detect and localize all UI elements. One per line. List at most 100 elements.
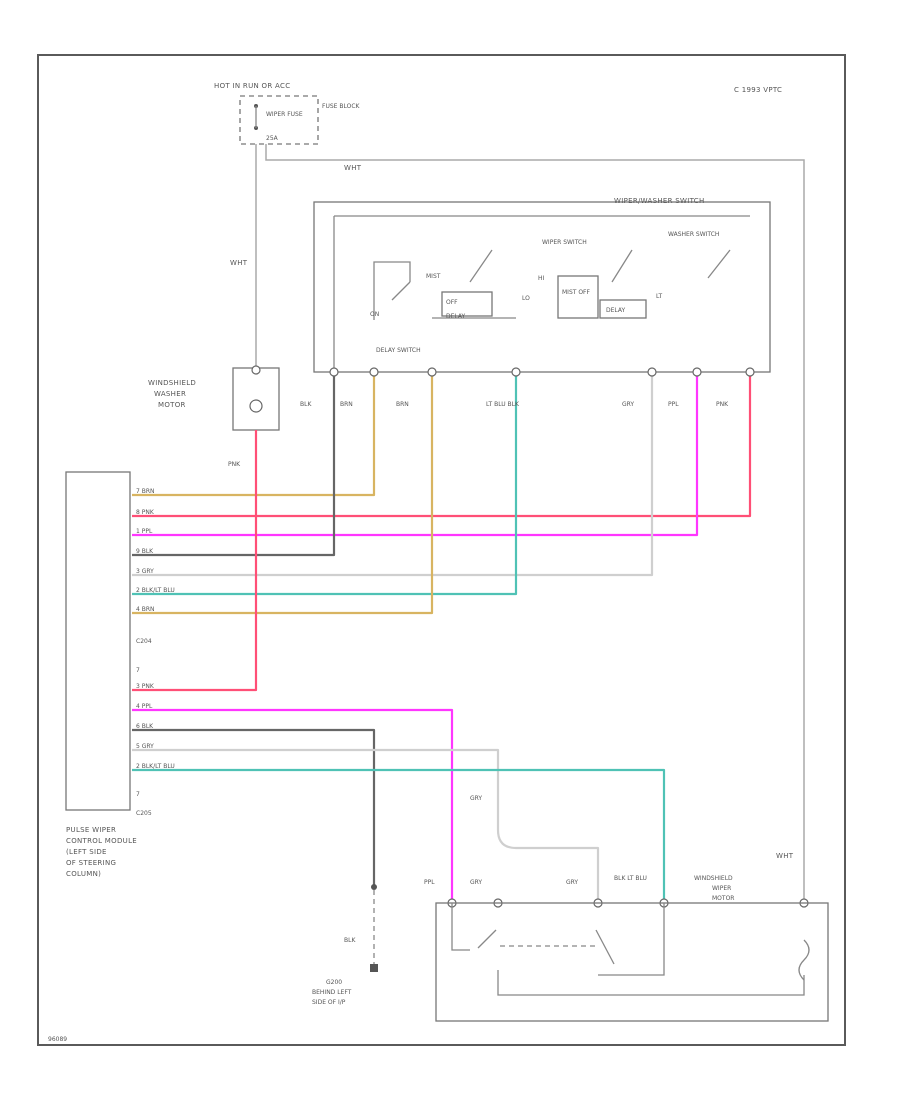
washer-motor-label-2: WASHER — [154, 390, 186, 398]
fuse-block: HOT IN RUN OR ACC WIPER FUSE 25A FUSE BL… — [214, 82, 361, 145]
c205-pin-label: 5 GRY — [136, 743, 154, 750]
windshield-wiper-motor: WINDSHIELD WIPER MOTOR GRY PPL GRY GRY B… — [424, 795, 829, 1022]
wire-label-wht-top: WHT — [344, 164, 362, 172]
wire-c204-5 — [132, 372, 654, 577]
switch-terminal-3 — [427, 367, 437, 377]
fuse-name-label: WIPER FUSE — [266, 111, 303, 118]
switch-pos-mist: MIST — [426, 273, 441, 280]
module-label-line-5: COLUMN) — [66, 870, 101, 878]
switch-wiper-label: WIPER SWITCH — [542, 239, 587, 246]
ground-line-1: G200 — [326, 979, 342, 986]
module-label-line-3: (LEFT SIDE — [66, 848, 107, 856]
switch-pos-lo: LO — [522, 295, 530, 302]
wiper-motor-internal-bus — [497, 970, 805, 996]
switch-off-delay-box — [441, 291, 493, 317]
wire-c204-3 — [132, 372, 699, 537]
fuse-rating-label: 25A — [266, 135, 279, 142]
wiper-motor-coil — [798, 939, 810, 981]
wiper-motor-contact-1 — [477, 929, 497, 949]
switch-pos-delay-2: DELAY — [606, 307, 626, 314]
wiper-motor-box — [435, 902, 829, 1022]
c205-pin-label: 4 PPL — [136, 703, 153, 710]
washer-motor-symbol — [249, 399, 263, 413]
wire-label-brn-switch-2: BRN — [396, 401, 409, 408]
c204-pin-label: 1 PPL — [136, 528, 153, 535]
wire-label-pnk-motor: PNK — [228, 461, 241, 468]
wire-label-ppl-switch: PPL — [668, 401, 679, 408]
wire-label-gry-motor: GRY — [470, 795, 482, 802]
switch-washer-label: WASHER SWITCH — [668, 231, 719, 238]
pin-top-extra: 7 — [136, 667, 140, 674]
switch-contact-3 — [707, 249, 731, 279]
diagram-frame — [37, 54, 846, 1046]
washer-motor: WINDSHIELD WASHER MOTOR — [148, 365, 280, 431]
fuse-block-outline — [239, 95, 319, 145]
switch-contact-delay — [391, 281, 411, 301]
switch-delay-box-2 — [599, 299, 647, 319]
wire-label-blk-switch: BLK — [300, 401, 312, 408]
c204-pin-label: 4 BRN — [136, 606, 155, 613]
ground-splice — [371, 884, 377, 890]
fuse-power-label: HOT IN RUN OR ACC — [214, 82, 290, 90]
switch-terminal-7 — [745, 367, 755, 377]
switch-pos-delay-1: DELAY — [446, 313, 466, 320]
switch-outer-box — [313, 201, 771, 373]
c205-pin-label: 2 BLK/LT BLU — [136, 763, 175, 770]
switch-contact-2 — [611, 249, 633, 283]
switch-terminal-4 — [511, 367, 521, 377]
ground-symbol — [370, 964, 378, 972]
copyright-label: C 1993 VPTC — [734, 86, 782, 94]
switch-delay-label: DELAY SWITCH — [376, 347, 421, 354]
wire-label-gry-m2: GRY — [566, 879, 578, 886]
wire-c205-4 — [132, 748, 600, 903]
wiper-motor-contact-2 — [595, 929, 615, 965]
c204-pin-label: 9 BLK — [136, 548, 154, 555]
wiper-motor-label-1: WINDSHIELD — [694, 875, 733, 882]
switch-pos-mist-off: MIST OFF — [562, 289, 591, 296]
pulse-wiper-control-module: C204 C205 7 7 PULSE WIPER CONTROL MODULE… — [65, 471, 152, 878]
wiper-motor-label-3: MOTOR — [712, 895, 734, 902]
module-label-line-2: CONTROL MODULE — [66, 837, 137, 845]
switch-delay-loop — [373, 261, 411, 320]
wire-pnk-washer-motor — [132, 430, 258, 692]
wire-label-wht-fuse: WHT — [230, 259, 248, 267]
fuse-block-label: FUSE BLOCK — [322, 103, 361, 110]
washer-motor-label-1: WINDSHIELD — [148, 379, 196, 387]
switch-contact-1 — [469, 249, 493, 283]
c204-pin-label: 2 BLK/LT BLU — [136, 587, 175, 594]
switch-pos-on: ON — [370, 311, 379, 318]
module-label-line-1: PULSE WIPER — [66, 826, 116, 834]
switch-mist-off-box — [557, 275, 599, 319]
c204-pin-label: 8 PNK — [136, 509, 155, 516]
wiper-motor-internal-left — [451, 903, 470, 951]
module-box — [65, 471, 131, 811]
c204-pin-label: 7 BRN — [136, 488, 155, 495]
wire-label-gry-m1: GRY — [470, 879, 482, 886]
washer-motor-label-3: MOTOR — [158, 401, 186, 409]
washer-motor-terminal-top — [251, 365, 261, 375]
wiper-washer-switch: WIPER/WASHER SWITCH WIPER SWITCH WASHER … — [313, 197, 771, 373]
switch-pos-lt: LT — [656, 293, 663, 300]
switch-terminal-6 — [692, 367, 702, 377]
switch-title: WIPER/WASHER SWITCH — [614, 197, 705, 205]
ground-line-2: BEHIND LEFT — [312, 989, 352, 996]
wire-c204-1 — [132, 372, 376, 497]
washer-motor-box — [232, 367, 280, 431]
switch-pos-hi: HI — [538, 275, 545, 282]
wire-label-brn-switch-1: BRN — [340, 401, 353, 408]
wire-c205-5 — [132, 768, 666, 903]
module-label-line-4: OF STEERING — [66, 859, 116, 867]
pin-bottom-extra: 7 — [136, 791, 140, 798]
wiper-motor-internal-right — [598, 903, 665, 976]
wire-label-pnk-switch: PNK — [716, 401, 729, 408]
switch-terminal-1 — [329, 367, 339, 377]
wire-c204-7 — [132, 372, 434, 615]
switch-terminal-2 — [369, 367, 379, 377]
wire-label-wht-right: WHT — [776, 852, 794, 860]
wire-c204-2 — [132, 372, 752, 518]
wiper-motor-label-2: WIPER — [712, 885, 731, 892]
ground-g200: BLK G200 BEHIND LEFT SIDE OF I/P — [312, 884, 378, 1006]
ground-line-3: SIDE OF I/P — [312, 999, 346, 1006]
